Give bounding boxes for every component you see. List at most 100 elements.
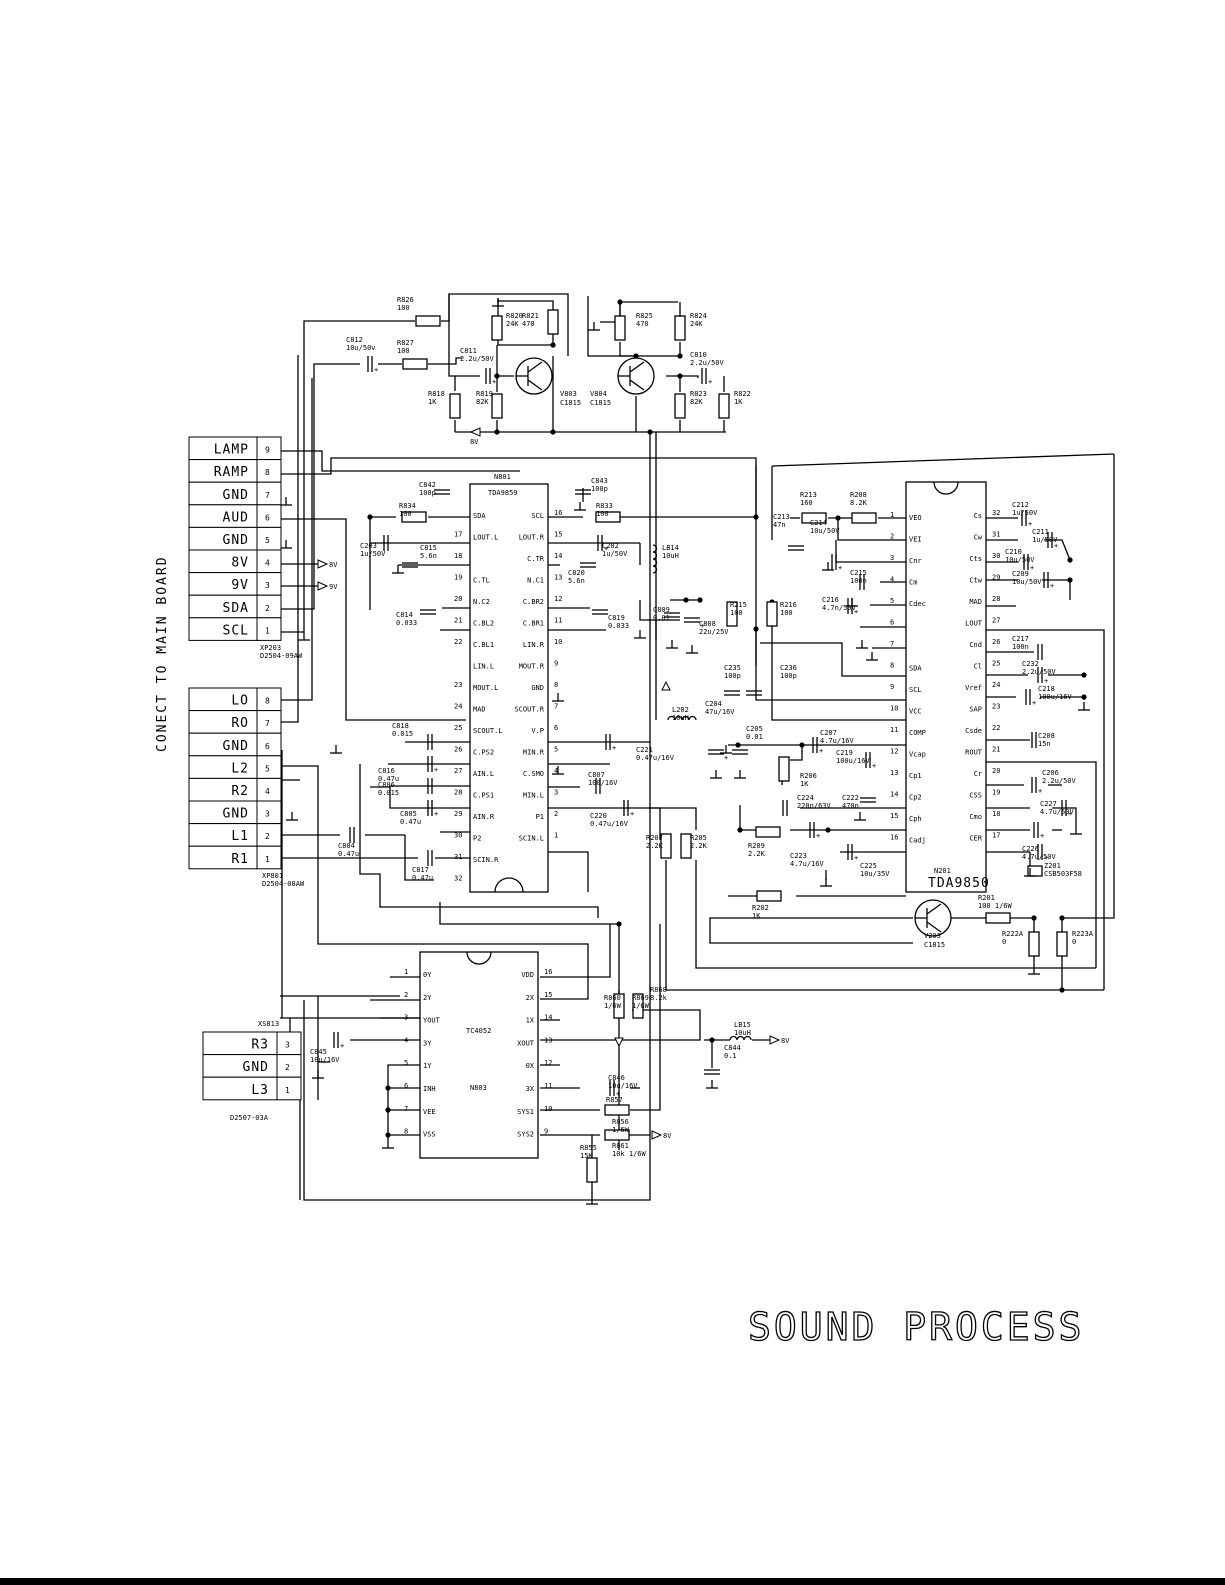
polarity-mark: + bbox=[492, 378, 496, 386]
ic-body bbox=[419, 951, 539, 1159]
component-ref: R201 bbox=[978, 894, 995, 902]
component-value: 0.033 bbox=[608, 622, 629, 630]
component-ref: C206 bbox=[1042, 769, 1059, 777]
ic-pin-number: 9 bbox=[890, 683, 894, 691]
connector-pin-label: RO bbox=[231, 716, 249, 731]
component-value: 2.2u/50V bbox=[1042, 777, 1077, 785]
component-value: 100u/16V bbox=[1038, 693, 1073, 701]
capacitor: + bbox=[427, 800, 438, 818]
ic-pin-name: LOUT bbox=[965, 620, 983, 628]
capacitor: + bbox=[609, 1080, 620, 1098]
ic-pin-name: 3Y bbox=[423, 1039, 432, 1047]
connector-pin-number: 2 bbox=[265, 832, 270, 841]
ground-symbol bbox=[298, 632, 310, 641]
component-ref: C208 bbox=[1038, 732, 1055, 740]
ground-symbol bbox=[280, 540, 292, 549]
ic-pin-number: 8 bbox=[554, 681, 558, 689]
ic-pin-number: 30 bbox=[454, 832, 462, 840]
component-ref: C807 bbox=[588, 771, 605, 779]
ic-pin-name: MIN.R bbox=[523, 749, 545, 757]
component-ref: C227 bbox=[1040, 800, 1057, 808]
junction bbox=[367, 514, 373, 520]
supply-arrow: 8V bbox=[769, 1035, 790, 1045]
wire bbox=[540, 924, 611, 978]
component-ref: R833 bbox=[596, 502, 613, 510]
ic-pin-name: Cw bbox=[974, 534, 983, 542]
junction bbox=[825, 827, 831, 833]
side-label: CONECT TO MAIN BOARD bbox=[155, 555, 170, 752]
component-ref: C236 bbox=[780, 664, 797, 672]
ic-pin-number: 12 bbox=[554, 595, 562, 603]
junction bbox=[709, 1037, 715, 1043]
component-ref: L202 bbox=[672, 706, 689, 714]
component-ref: C844 bbox=[724, 1044, 741, 1052]
resistor bbox=[766, 601, 778, 627]
ic-pin-number: 29 bbox=[454, 810, 462, 818]
component-ref: R818 bbox=[428, 390, 445, 398]
junction bbox=[550, 429, 556, 435]
component-value: 0.033 bbox=[396, 619, 417, 627]
ic-pin-number: 32 bbox=[454, 875, 462, 883]
component-ref: C207 bbox=[820, 729, 837, 737]
component-ref: C224 bbox=[797, 794, 814, 802]
ic-pin-number: 31 bbox=[454, 853, 462, 861]
component-value: 100 bbox=[397, 347, 410, 355]
ic-pin-number: 15 bbox=[890, 812, 898, 820]
ic-pin-number: 6 bbox=[554, 724, 558, 732]
component-value: 4.7u/16V bbox=[790, 860, 825, 868]
connector-part: D2504-08AW bbox=[262, 880, 305, 888]
capacitor bbox=[427, 778, 433, 794]
component-ref: C805 bbox=[400, 810, 417, 818]
ic-pin-number: 5 bbox=[404, 1059, 408, 1067]
ic-pin-number: 27 bbox=[454, 767, 462, 775]
ic-pin-number: 6 bbox=[404, 1082, 408, 1090]
ic-pin-number: 18 bbox=[454, 552, 462, 560]
supply-arrow bbox=[661, 680, 671, 691]
ic-pin-number: 28 bbox=[992, 595, 1000, 603]
component-ref: C842 bbox=[419, 481, 436, 489]
ic-pin-number: 24 bbox=[992, 681, 1000, 689]
capacitor: + bbox=[485, 368, 496, 386]
ic-pin-name: Cr bbox=[974, 770, 982, 778]
resistor bbox=[660, 833, 672, 859]
component-value: 1/6W bbox=[632, 1002, 650, 1010]
connector-pin-cell bbox=[256, 617, 282, 641]
wire bbox=[280, 450, 520, 472]
ground-symbol bbox=[634, 630, 646, 639]
ic-pin-number: 29 bbox=[992, 574, 1000, 582]
component-value: 2.2K bbox=[690, 842, 708, 850]
ic-pin-name: MAD bbox=[473, 706, 486, 714]
resistor bbox=[401, 511, 427, 523]
ic-pin-name: SYS2 bbox=[517, 1131, 534, 1139]
ic-pin-number: 13 bbox=[890, 769, 898, 777]
component-ref: R834 bbox=[399, 502, 416, 510]
ic-n801: SDALOUT.L1718C.TL19N.C220C.BL221C.BL122L… bbox=[454, 473, 562, 893]
component-ref: C843 bbox=[591, 477, 608, 485]
component-ref: C204 bbox=[705, 700, 722, 708]
ic-pin-number: 11 bbox=[554, 617, 562, 625]
capacitor bbox=[434, 489, 450, 495]
component-ref: LB15 bbox=[734, 1021, 751, 1029]
ic-pin-number: 18 bbox=[992, 810, 1000, 818]
ground-symbol bbox=[734, 770, 746, 779]
component-label: R857 bbox=[606, 1096, 623, 1104]
ic-pin-name: Cnr bbox=[909, 557, 922, 565]
component-ref: C814 bbox=[396, 611, 413, 619]
component-value: 100p bbox=[724, 672, 741, 680]
ic-pin-name: ROUT bbox=[965, 749, 983, 757]
component-value: 100u/16V bbox=[836, 757, 871, 765]
component-value: 0.47u bbox=[400, 818, 421, 826]
capacitor: + bbox=[1023, 554, 1034, 572]
component-ref: R827 bbox=[397, 339, 414, 347]
